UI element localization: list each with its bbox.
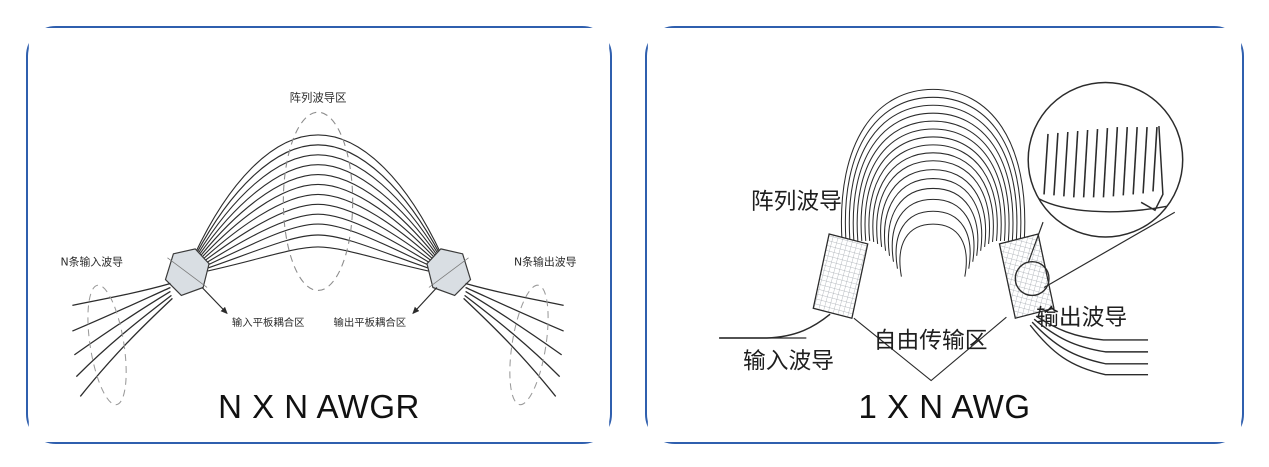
array-waveguide-bundle [184, 134, 452, 277]
diagram-1xn-awg: 阵列波导 输入波导 自由传输区 输出波导 [647, 28, 1242, 442]
caption-1xn-awg: 1 X N AWG [858, 388, 1031, 425]
label-output-slab-coupler: 输出平板耦合区 [334, 316, 407, 329]
free-propagation-leader [853, 316, 1007, 382]
magnifier-stripes [1043, 126, 1158, 198]
input-slab-leader [201, 287, 228, 315]
magnifier-slab-front [1037, 197, 1167, 213]
magnifier-leader-lower [1043, 211, 1176, 289]
input-free-propagation-region [812, 233, 869, 319]
label-array-waveguide-region: 阵列波导区 [290, 90, 347, 104]
caption-nxn-awgr: N X N AWGR [218, 388, 420, 425]
label-output-waveguide: 输出波导 [1036, 305, 1127, 331]
input-waveguide-bundle [72, 282, 173, 397]
label-n-input-waveguides: N条输入波导 [60, 255, 123, 269]
magnifier-inset [1014, 81, 1184, 297]
panel-1xn-awg: 阵列波导 输入波导 自由传输区 输出波导 1 X N AWG [645, 26, 1244, 444]
output-waveguide-lines [1029, 315, 1149, 376]
label-array-waveguide: 阵列波导 [751, 189, 842, 215]
output-waveguide-bundle [463, 282, 564, 397]
magnifier-leader-upper [1027, 221, 1044, 263]
input-bundle-ellipse [87, 284, 127, 406]
label-input-slab-coupler: 输入平板耦合区 [232, 316, 305, 329]
diagram-nxn-awgr: 阵列波导区 N条输入波导 输入平板耦合区 输出平板耦合区 N条输出波导 [28, 28, 610, 442]
magnifier-slab-edge [1140, 126, 1164, 212]
magnifier-focus-circle [1014, 261, 1050, 297]
array-waveguide-loops [840, 88, 1026, 277]
array-region-ellipse [282, 111, 354, 292]
input-slab-hatch [167, 257, 208, 288]
label-input-waveguide: 输入波导 [743, 349, 834, 375]
label-n-output-waveguides: N条输出波导 [514, 255, 577, 269]
output-free-propagation-region [998, 233, 1055, 319]
output-slab-hatch [428, 257, 469, 288]
label-free-propagation-region: 自由传输区 [874, 328, 988, 354]
panel-nxn-awgr: 阵列波导区 N条输入波导 输入平板耦合区 输出平板耦合区 N条输出波导 N X … [26, 26, 612, 444]
output-bundle-ellipse [509, 284, 549, 406]
output-slab-leader [412, 287, 438, 315]
panel-canvas [647, 28, 1242, 442]
magnifier-circle [1027, 81, 1184, 238]
